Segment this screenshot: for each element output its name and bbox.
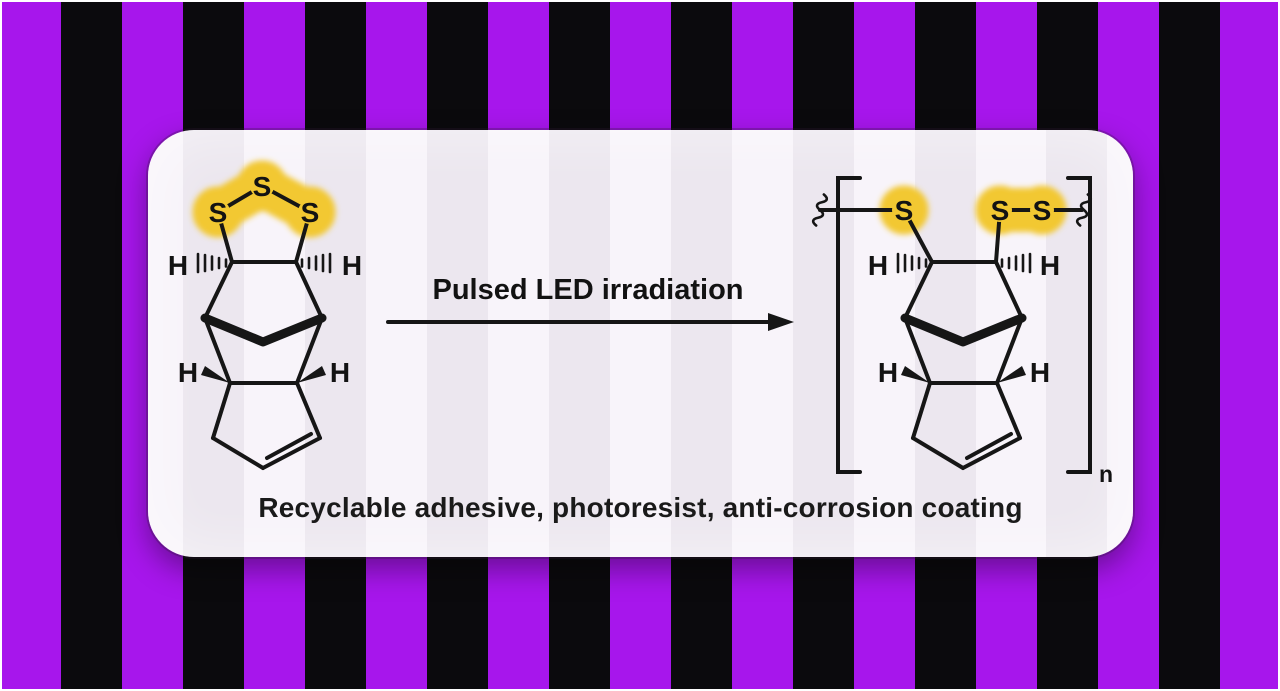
hydrogen-atom-label: H	[1030, 357, 1050, 388]
monomer-atom-masks	[206, 174, 322, 224]
sulfur-atom-label: S	[253, 171, 272, 202]
polymer-structure: S S S H H H H n	[811, 176, 1113, 487]
monomer-bonds	[200, 183, 327, 470]
hydrogen-atom-label: H	[330, 357, 350, 388]
monomer-stereo-hydrogens	[196, 252, 332, 383]
monomer-structure: S S S H H H H	[168, 160, 362, 470]
hydrogen-atom-label: H	[178, 357, 198, 388]
reaction-scheme-svg: S S S H H H H	[168, 160, 1113, 487]
hydrogen-atom-label: H	[342, 250, 362, 281]
hydrogen-atom-label: H	[868, 250, 888, 281]
sulfur-atom-label: S	[209, 197, 228, 228]
sulfur-atom-label: S	[301, 197, 320, 228]
arrow-label: Pulsed LED irradiation	[432, 274, 744, 306]
repeat-unit-subscript: n	[1099, 461, 1113, 487]
sulfur-atom-label: S	[991, 195, 1010, 226]
hydrogen-atom-label: H	[1040, 250, 1060, 281]
polymer-bonds	[818, 208, 1084, 470]
polymer-stereo-hydrogens	[896, 252, 1032, 383]
reaction-panel: S S S H H H H	[148, 130, 1133, 557]
polymer-atom-masks	[892, 198, 1054, 222]
caption-text: Recyclable adhesive, photoresist, anti-c…	[258, 492, 1023, 523]
sulfur-atom-label: S	[1033, 195, 1052, 226]
reaction-arrow	[386, 313, 794, 331]
sulfur-atom-label: S	[895, 195, 914, 226]
hydrogen-atom-label: H	[168, 250, 188, 281]
hydrogen-atom-label: H	[878, 357, 898, 388]
